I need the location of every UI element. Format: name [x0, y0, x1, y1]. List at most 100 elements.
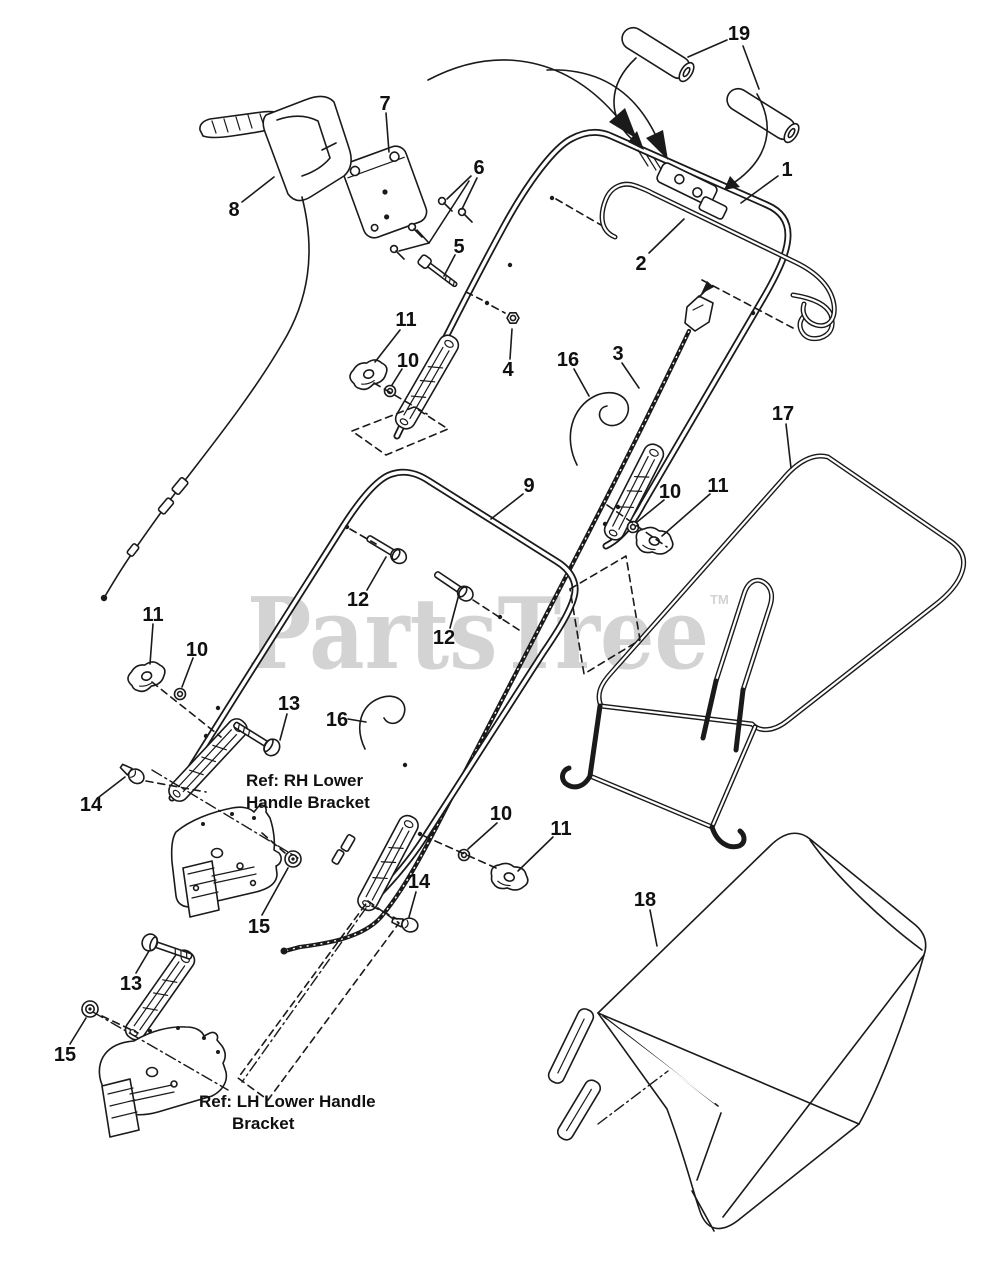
lock-nut — [284, 850, 302, 868]
callout-leader-line — [517, 836, 554, 872]
callout-11: 11 — [395, 309, 416, 331]
callout-leader-line — [621, 362, 640, 389]
callout-leader-line — [467, 822, 498, 850]
watermark: PartsTree TM — [247, 577, 729, 692]
callout-leader-line — [347, 718, 367, 723]
truss-screw — [116, 759, 148, 788]
lower-handle-tube — [164, 468, 579, 915]
rod-z-fitting — [684, 295, 714, 332]
callout-leader-line — [135, 950, 150, 974]
callout-leader-line — [446, 175, 472, 200]
truss-screw — [389, 913, 421, 935]
assembly-guides — [92, 195, 794, 1125]
callout-leader-line — [785, 423, 792, 469]
install-direction-arrows — [427, 57, 768, 190]
callout-2: 2 — [635, 253, 646, 275]
callout-17: 17 — [772, 403, 794, 425]
control-rod — [280, 281, 714, 955]
callout-leader-line — [443, 254, 456, 277]
callout-leader-line — [385, 112, 390, 153]
callout-15: 15 — [54, 1044, 76, 1066]
callout-8: 8 — [228, 199, 239, 221]
callout-13: 13 — [120, 973, 142, 995]
handle-end-channel — [353, 811, 423, 915]
callout-18: 18 — [634, 889, 656, 911]
callout-11: 11 — [142, 604, 163, 626]
upper-fasteners — [389, 196, 520, 324]
ref-lh-label: Ref: LH Lower Handle — [199, 1092, 376, 1111]
callout-leader-line — [374, 329, 401, 363]
handle-end-channel — [391, 331, 463, 433]
callout-12: 12 — [433, 627, 455, 649]
grip-left — [617, 22, 698, 86]
callout-10: 10 — [659, 481, 681, 503]
callout-leader-line — [428, 180, 470, 244]
watermark-tm: TM — [710, 592, 729, 607]
callout-16: 16 — [326, 709, 348, 731]
callout-14: 14 — [408, 871, 431, 893]
callout-9: 9 — [523, 475, 534, 497]
callout-leader-line — [742, 45, 760, 90]
arrowhead-icon — [646, 130, 668, 160]
mount-plate — [342, 145, 428, 239]
callout-10: 10 — [397, 350, 419, 372]
callout-leader-line — [573, 368, 590, 397]
callout-leader-line — [636, 499, 665, 523]
callout-10: 10 — [490, 803, 512, 825]
lh-lower-handle-bracket — [81, 913, 421, 1138]
arrowhead-icon — [628, 131, 644, 150]
callout-12: 12 — [347, 589, 369, 611]
callout-1: 1 — [781, 159, 792, 181]
callout-13: 13 — [278, 693, 300, 715]
callout-leader-line — [241, 176, 275, 203]
callout-leader-line — [279, 713, 288, 741]
upper-handle-tube — [391, 128, 835, 550]
callout-leader-line — [740, 175, 779, 204]
springs — [358, 391, 630, 750]
bolt-hole-dots — [203, 195, 756, 837]
callout-7: 7 — [379, 93, 390, 115]
callout-3: 3 — [612, 343, 623, 365]
ref-rh-label-2: Handle Bracket — [246, 793, 370, 812]
control-cable — [103, 196, 310, 599]
bail-clamp — [637, 149, 728, 220]
callout-15: 15 — [248, 916, 270, 938]
ref-lh-label-2: Bracket — [232, 1114, 295, 1133]
grass-bag — [547, 832, 927, 1232]
carriage-bolt — [363, 530, 410, 568]
wing-knob — [345, 354, 392, 394]
screw — [457, 207, 473, 223]
callout-6: 6 — [473, 157, 484, 179]
callout-leader-line — [649, 909, 658, 947]
flange-nut — [173, 687, 187, 701]
lock-nut — [81, 1000, 99, 1018]
reference-labels: Ref: RH Lower Handle Bracket Ref: LH Low… — [199, 771, 376, 1133]
callout-leader-line — [490, 493, 524, 520]
callout-leader-line — [181, 657, 194, 688]
callout-leader-line — [261, 867, 289, 916]
control-lever — [100, 95, 352, 602]
screw — [407, 222, 423, 238]
grip-right — [722, 83, 803, 147]
callout-leader-line — [408, 891, 417, 918]
callout-leader-line — [461, 177, 478, 210]
callout-4: 4 — [502, 359, 514, 381]
arrowhead-icon — [701, 281, 714, 294]
screw — [389, 244, 405, 260]
callout-14: 14 — [80, 794, 103, 816]
watermark-text: PartsTree — [247, 577, 709, 692]
callout-leader-line — [391, 368, 403, 386]
callout-leader-line — [69, 1017, 87, 1045]
callout-16: 16 — [557, 349, 579, 371]
rh-lower-handle-bracket — [116, 716, 302, 918]
callout-leader-line — [449, 593, 460, 629]
bag-frame — [559, 453, 967, 850]
callout-10: 10 — [186, 639, 208, 661]
arrowhead-icon — [609, 108, 637, 139]
callout-5: 5 — [453, 236, 464, 258]
cable-guide-hook — [790, 292, 835, 342]
handle-grips — [617, 22, 803, 147]
